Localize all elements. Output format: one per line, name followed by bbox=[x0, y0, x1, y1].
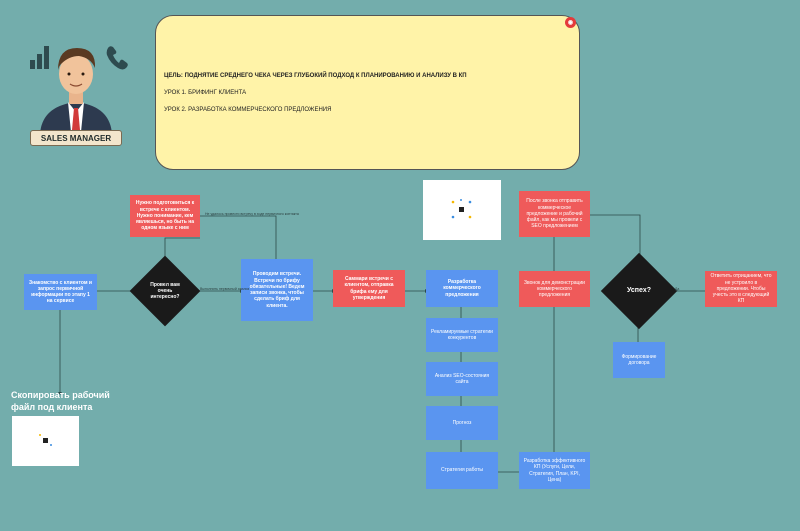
edge-label-mid: Выполнить первичный анализ bbox=[200, 287, 250, 291]
node-meeting-text: Проводим встречи. Встречи по брифу обяза… bbox=[249, 271, 305, 309]
edge-label-yes: Да bbox=[675, 287, 680, 291]
node-effective-kp-text: Разработка эффективного КП (Услуги, Цели… bbox=[523, 458, 586, 483]
node-demo-meeting[interactable]: Звонок для демонстрации коммерческого пр… bbox=[519, 271, 590, 307]
node-forecast[interactable]: Прогноз bbox=[426, 406, 498, 440]
node-intro[interactable]: Знакомство с клиентом и запрос первичной… bbox=[24, 274, 97, 310]
copy-file-card[interactable] bbox=[12, 416, 79, 466]
edge-label-top: Не удалось провести встречу в ходе перви… bbox=[205, 212, 299, 216]
node-competitors-text: Рекламируемые стратегии конкурентов bbox=[431, 328, 493, 341]
node-strategy-text: Стратегия работы bbox=[440, 467, 484, 474]
decision-2-text: Успех? bbox=[626, 286, 651, 294]
decision-2[interactable]: Успех? bbox=[600, 252, 678, 330]
node-summary-text: Саммари встречи с клиентом, отправка бри… bbox=[344, 276, 394, 301]
node-prep-meeting[interactable]: Нужно подготовиться к встрече с клиентом… bbox=[130, 195, 200, 237]
node-forecast-text: Прогноз bbox=[452, 419, 472, 426]
bar-chart-icon bbox=[30, 46, 49, 69]
sparkle-icon bbox=[451, 199, 472, 219]
image-card-top[interactable] bbox=[423, 180, 501, 240]
avatar-label: SALES MANAGER bbox=[30, 130, 122, 146]
node-contract-text: Формирование договора bbox=[621, 353, 657, 366]
node-kp-dev[interactable]: Разработка коммерческого предложения bbox=[426, 270, 498, 307]
node-summary[interactable]: Саммари встречи с клиентом, отправка бри… bbox=[333, 270, 405, 307]
decision-1[interactable]: Провел вам очень интересно? bbox=[129, 255, 201, 327]
node-seo-analysis[interactable]: Анализ SEO-состояния сайта bbox=[426, 362, 498, 396]
node-send-kp-text: После звонка отправить коммерческое пред… bbox=[526, 198, 583, 230]
node-seo-analysis-text: Анализ SEO-состояния сайта bbox=[434, 372, 490, 385]
file-thumbnail-icon bbox=[39, 434, 52, 446]
node-reply-text: Ответить отрицанием, что не устроило в п… bbox=[710, 273, 772, 305]
node-demo-meeting-text: Звонок для демонстрации коммерческого пр… bbox=[524, 279, 585, 299]
node-intro-text: Знакомство с клиентом и запрос первичной… bbox=[29, 279, 92, 305]
goal-title: ЦЕЛЬ: ПОДНЯТИЕ СРЕДНЕГО ЧЕКА ЧЕРЕЗ ГЛУБО… bbox=[164, 73, 467, 79]
node-kp-dev-text: Разработка коммерческого предложения bbox=[443, 279, 481, 298]
avatar-label-text: SALES MANAGER bbox=[40, 133, 112, 143]
copy-section-title: Скопировать рабочий файл под клиента bbox=[11, 390, 110, 413]
node-prep-meeting-text: Нужно подготовиться к встрече с клиентом… bbox=[135, 200, 195, 232]
node-effective-kp[interactable]: Разработка эффективного КП (Услуги, Цели… bbox=[519, 452, 590, 489]
sales-manager-avatar: SALES MANAGER bbox=[22, 30, 130, 148]
lesson-2: УРОК 2. РАЗРАБОТКА КОММЕРЧЕСКОГО ПРЕДЛОЖ… bbox=[164, 107, 332, 113]
decision-1-text: Провел вам очень интересно? bbox=[150, 282, 180, 300]
node-contract[interactable]: Формирование договора bbox=[613, 342, 665, 378]
miro-badge-icon[interactable]: ◉ bbox=[565, 17, 576, 28]
node-competitors[interactable]: Рекламируемые стратегии конкурентов bbox=[426, 318, 498, 352]
lesson-1: УРОК 1. БРИФИНГ КЛИЕНТА bbox=[164, 90, 247, 96]
node-send-kp[interactable]: После звонка отправить коммерческое пред… bbox=[519, 191, 590, 237]
phone-icon bbox=[106, 46, 128, 70]
node-strategy[interactable]: Стратегия работы bbox=[426, 452, 498, 489]
node-meeting[interactable]: Проводим встречи. Встречи по брифу обяза… bbox=[241, 259, 313, 321]
node-reply[interactable]: Ответить отрицанием, что не устроило в п… bbox=[705, 271, 777, 307]
goal-card[interactable]: ЦЕЛЬ: ПОДНЯТИЕ СРЕДНЕГО ЧЕКА ЧЕРЕЗ ГЛУБО… bbox=[155, 15, 580, 170]
